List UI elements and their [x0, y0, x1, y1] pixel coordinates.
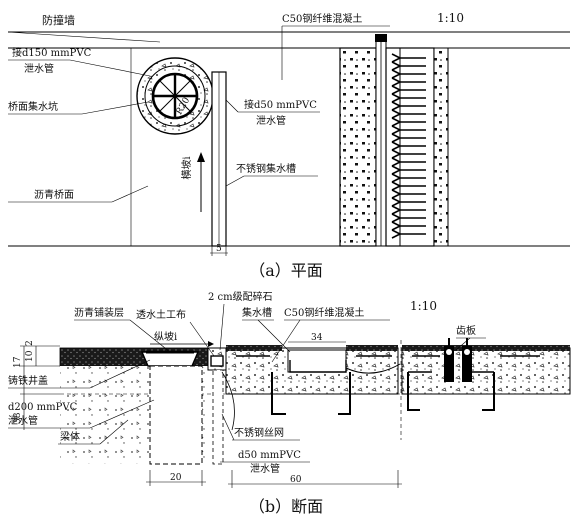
slope-arrow-head-icon — [208, 341, 214, 347]
long-slope-label: 纵坡i — [154, 330, 177, 343]
dim-2-label: 2 — [25, 340, 35, 346]
fabric-box — [210, 355, 224, 367]
asphalt-strip — [226, 345, 282, 351]
pvc150-label-line2: 泄水管 — [24, 62, 54, 75]
fabric-label: 透水土工布 — [136, 308, 186, 321]
dim-60-label: 60 — [290, 475, 302, 485]
leader-line — [111, 185, 149, 203]
leader-line — [225, 175, 245, 187]
bar-connector — [345, 363, 401, 374]
pvc50-label-line2: 泄水管 — [256, 114, 286, 127]
slope-arrow-head-icon — [197, 152, 205, 162]
pvc200-label-line2: 泄水管 — [8, 414, 38, 427]
leader-line — [189, 321, 215, 357]
cast-iron-cover — [140, 351, 200, 367]
dim-5-label: 5 — [216, 244, 222, 254]
right-steel-profile — [407, 372, 495, 411]
pvc50-pipe — [212, 369, 224, 465]
plan-concrete-label: C50钢纤维混凝土 — [282, 12, 362, 25]
dim-10-label: 10 — [25, 350, 35, 362]
leader-line — [7, 31, 161, 43]
leader-line — [219, 303, 225, 351]
trough-section-label: 集水槽 — [242, 306, 272, 319]
section-concrete-label: C50钢纤维混凝土 — [284, 306, 364, 319]
leader-line — [221, 413, 235, 441]
leader-line — [129, 319, 171, 353]
pvc50-section-line2: 泄水管 — [250, 462, 280, 475]
pvc150-label-line1: 接d150 mmPVC — [12, 46, 92, 59]
crash-wall-label: 防撞墙 — [42, 13, 75, 27]
tooth-plate-comb — [385, 47, 435, 247]
section-scale: 1:10 — [410, 299, 437, 313]
pvc50-section-line1: d50 mmPVC — [238, 450, 301, 461]
leader-line — [99, 419, 129, 445]
asphalt-label: 沥青桥面 — [34, 188, 74, 201]
leader-line — [89, 399, 155, 429]
leader-line — [271, 319, 301, 363]
leader-line — [257, 319, 291, 353]
mesh-label: 不锈钢丝网 — [234, 426, 284, 439]
plan-view: 防撞墙 R20 横坡i 5 — [7, 11, 570, 280]
cover-label: 铸铁井盖 — [8, 374, 48, 387]
pvc200-pipe — [149, 365, 203, 465]
trough-inner — [289, 360, 347, 373]
beam-label: 梁体 — [60, 430, 80, 443]
dim-20-label: 20 — [170, 473, 182, 483]
asphalt-strip — [402, 345, 570, 351]
fiber-concrete-strip-right — [433, 47, 449, 247]
tooth-plate-label: 齿板 — [456, 324, 476, 337]
gravel-label: 2 cm级配碎石 — [208, 290, 273, 303]
pvc200-label-line1: d200 mmPVC — [8, 402, 78, 413]
asphalt-layer-label: 沥青铺装层 — [74, 306, 124, 319]
sump-label: 桥面集水坑 — [8, 100, 58, 113]
trough-slot — [287, 349, 347, 373]
joint-cap — [375, 34, 387, 42]
dim-34-label: 34 — [311, 333, 323, 343]
section-view: 1:10 — [8, 290, 571, 516]
slope-label: 横坡i — [180, 156, 193, 179]
dim-38-label: 38 — [13, 412, 23, 424]
sump-grate-icon — [136, 57, 214, 135]
leader-line — [455, 337, 471, 351]
leader-line — [69, 59, 151, 77]
section-caption: （b）断面 — [249, 497, 323, 516]
plan-caption: （a）平面 — [249, 261, 323, 280]
trough-steel-profile — [271, 372, 351, 415]
trough-label: 不锈钢集水槽 — [236, 162, 296, 175]
concrete-block-right — [401, 347, 571, 395]
pvc50-label-line1: 接d50 mmPVC — [244, 98, 317, 111]
leader-line — [81, 101, 149, 115]
mesh-line — [221, 371, 235, 431]
leader-line — [89, 359, 151, 389]
leader-line — [225, 99, 239, 113]
asphalt-strip — [346, 345, 398, 351]
tooth-plate — [444, 338, 472, 382]
fiber-concrete-strip — [339, 47, 377, 247]
dim-17-label: 17 — [13, 356, 23, 368]
plan-scale: 1:10 — [437, 11, 464, 25]
